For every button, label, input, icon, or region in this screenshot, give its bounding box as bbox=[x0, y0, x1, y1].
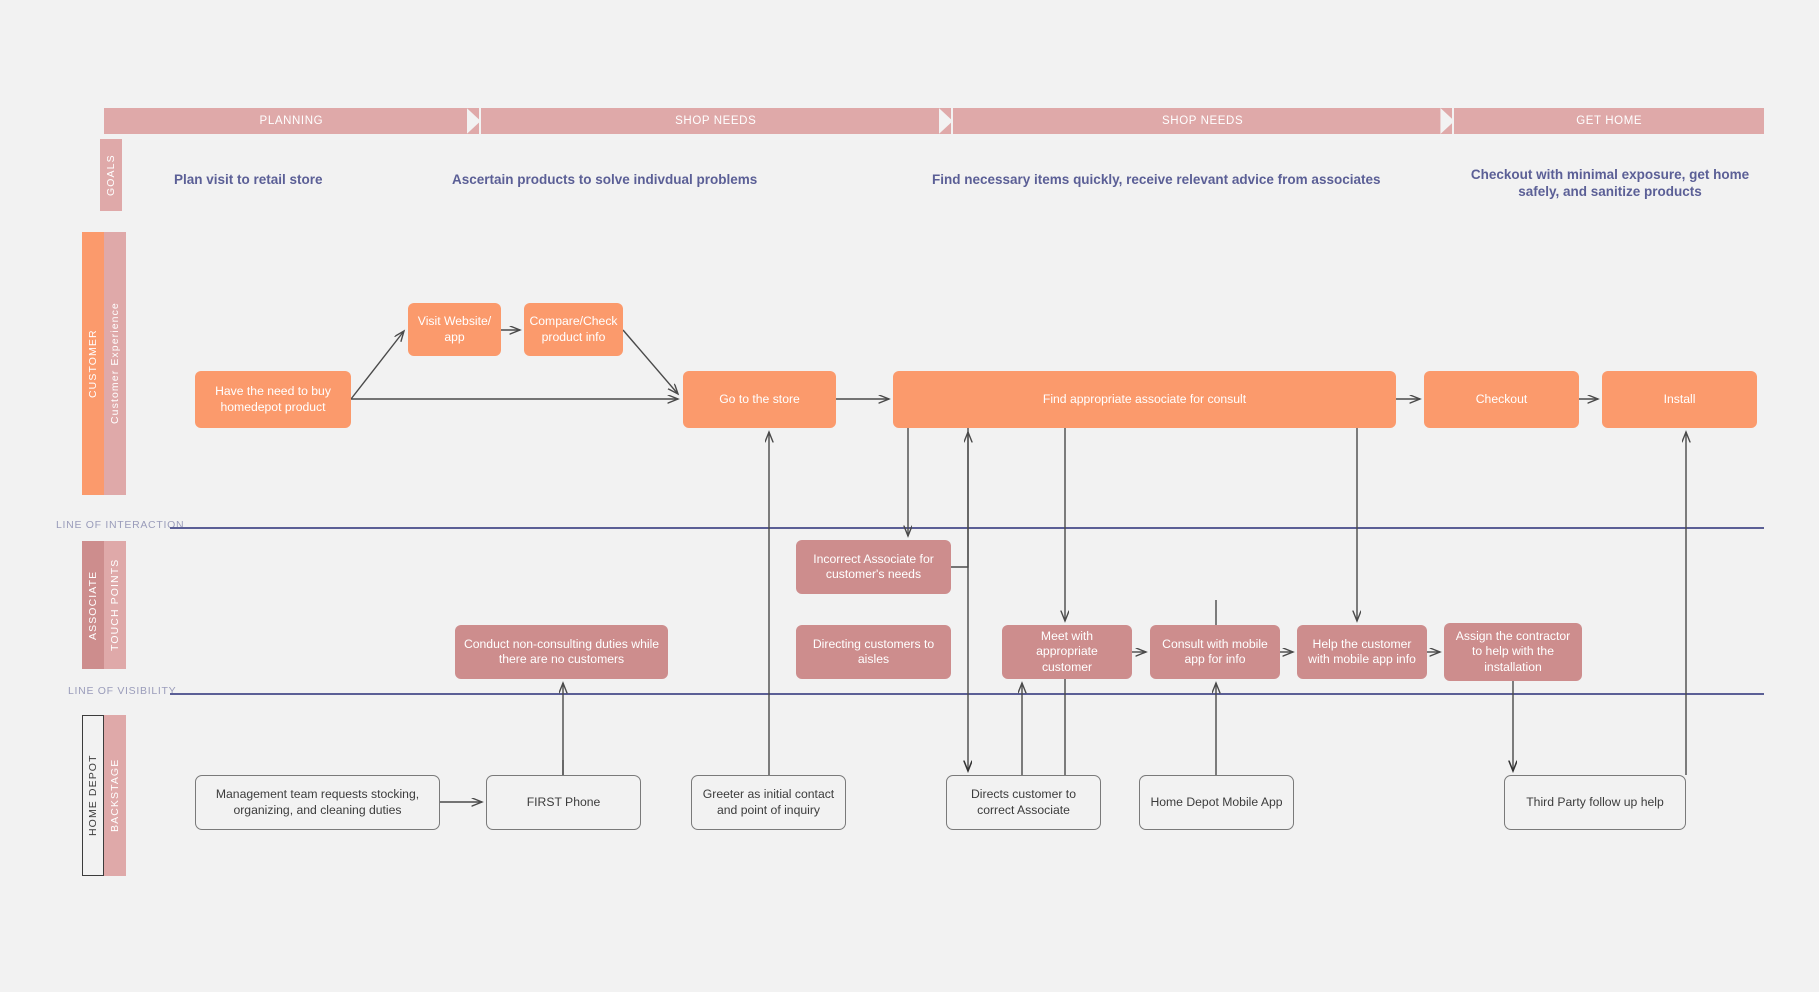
goal-text-4: Checkout with minimal exposure, get home… bbox=[1470, 167, 1750, 199]
lane-label-1: LINE OF INTERACTION bbox=[56, 519, 185, 531]
rail-associate-label: ASSOCIATE bbox=[82, 541, 104, 669]
node-label: Greeter as initial contact and point of … bbox=[702, 787, 835, 817]
node-label: Help the customer with mobile app info bbox=[1308, 636, 1416, 666]
goal-text-1: Plan visit to retail store bbox=[174, 172, 323, 187]
node-label: Directing customers to aisles bbox=[812, 636, 935, 666]
phase-arrow-notch bbox=[1440, 108, 1455, 134]
rail-goals: GOALS bbox=[100, 139, 122, 211]
phase-label: GET HOME bbox=[1576, 115, 1643, 127]
phase-label: PLANNING bbox=[259, 115, 324, 127]
node-assign[interactable]: Assign the contractor to help with the i… bbox=[1444, 623, 1582, 681]
rail-associate: ASSOCIATE TOUCH POINTS bbox=[82, 541, 126, 669]
node-nonconsult[interactable]: Conduct non-consulting duties while ther… bbox=[455, 625, 668, 679]
node-label: Directs customer to correct Associate bbox=[971, 787, 1076, 817]
phase-label: SHOP NEEDS bbox=[1162, 115, 1244, 127]
goal-text-3: Find necessary items quickly, receive re… bbox=[932, 172, 1381, 187]
node-label: Have the need to buy homedepot product bbox=[215, 384, 331, 414]
node-consult[interactable]: Consult with mobile app for info bbox=[1150, 625, 1280, 679]
rail-goals-label: GOALS bbox=[100, 139, 122, 211]
node-label: Conduct non-consulting duties while ther… bbox=[463, 636, 660, 666]
node-label: Consult with mobile app for info bbox=[1162, 636, 1268, 666]
node-first[interactable]: FIRST Phone bbox=[486, 775, 641, 830]
phase-3[interactable]: SHOP NEEDS bbox=[952, 108, 1455, 134]
goal-text-2: Ascertain products to solve indivdual pr… bbox=[452, 172, 758, 187]
node-meet[interactable]: Meet with appropriate customer bbox=[1002, 625, 1132, 679]
rail-backstage-label: BACKSTAGE bbox=[104, 715, 126, 876]
node-label: FIRST Phone bbox=[526, 794, 601, 809]
phase-ribbon: PLANNING SHOP NEEDS SHOP NEEDS GET HOME bbox=[104, 108, 1764, 134]
lane-label-2: LINE OF VISIBILITY bbox=[68, 685, 177, 697]
node-findassoc[interactable]: Find appropriate associate for consult bbox=[893, 371, 1396, 428]
node-helpcust[interactable]: Help the customer with mobile app info bbox=[1297, 625, 1427, 679]
node-website[interactable]: Visit Website/ app bbox=[408, 303, 501, 356]
node-label: Find appropriate associate for consult bbox=[1042, 391, 1247, 406]
node-label: Go to the store bbox=[719, 391, 800, 406]
phase-4[interactable]: GET HOME bbox=[1454, 108, 1764, 134]
node-hdapp[interactable]: Home Depot Mobile App bbox=[1139, 775, 1294, 830]
lane-line-2 bbox=[170, 693, 1764, 695]
node-greeter[interactable]: Greeter as initial contact and point of … bbox=[691, 775, 846, 830]
node-compare[interactable]: Compare/Check product info bbox=[524, 303, 623, 356]
node-checkout[interactable]: Checkout bbox=[1424, 371, 1579, 428]
rail-associate-touchpoints-label: TOUCH POINTS bbox=[104, 541, 126, 669]
rail-customer: CUSTOMER Customer Experience bbox=[82, 232, 126, 495]
phase-1[interactable]: PLANNING bbox=[104, 108, 481, 134]
node-label: Compare/Check product info bbox=[529, 314, 618, 344]
node-install[interactable]: Install bbox=[1602, 371, 1757, 428]
node-mgmt[interactable]: Management team requests stocking, organ… bbox=[195, 775, 440, 830]
rail-home-depot-label: HOME DEPOT bbox=[82, 715, 104, 876]
node-directs[interactable]: Directs customer to correct Associate bbox=[946, 775, 1101, 830]
node-label: Incorrect Associate for customer's needs bbox=[813, 551, 934, 581]
phase-label: SHOP NEEDS bbox=[675, 115, 757, 127]
rail-home-depot: HOME DEPOT BACKSTAGE bbox=[82, 715, 126, 876]
phase-2[interactable]: SHOP NEEDS bbox=[480, 108, 953, 134]
node-thirdparty[interactable]: Third Party follow up help bbox=[1504, 775, 1686, 830]
node-label: Checkout bbox=[1475, 391, 1528, 406]
phase-arrow-notch bbox=[938, 108, 953, 134]
node-label: Meet with appropriate customer bbox=[1036, 628, 1098, 674]
node-need[interactable]: Have the need to buy homedepot product bbox=[195, 371, 351, 428]
node-label: Install bbox=[1663, 391, 1696, 406]
node-label: Visit Website/ app bbox=[417, 314, 492, 344]
phase-arrow-notch bbox=[466, 108, 481, 134]
node-label: Assign the contractor to help with the i… bbox=[1455, 628, 1571, 674]
rail-customer-experience-label: Customer Experience bbox=[104, 232, 126, 495]
node-label: Third Party follow up help bbox=[1526, 794, 1664, 809]
lane-line-1 bbox=[170, 527, 1764, 529]
rail-customer-label: CUSTOMER bbox=[82, 232, 104, 495]
node-label: Management team requests stocking, organ… bbox=[215, 787, 420, 817]
node-label: Home Depot Mobile App bbox=[1150, 794, 1283, 809]
node-directing[interactable]: Directing customers to aisles bbox=[796, 625, 951, 679]
node-gotostore[interactable]: Go to the store bbox=[683, 371, 836, 428]
node-incorrect[interactable]: Incorrect Associate for customer's needs bbox=[796, 540, 951, 594]
